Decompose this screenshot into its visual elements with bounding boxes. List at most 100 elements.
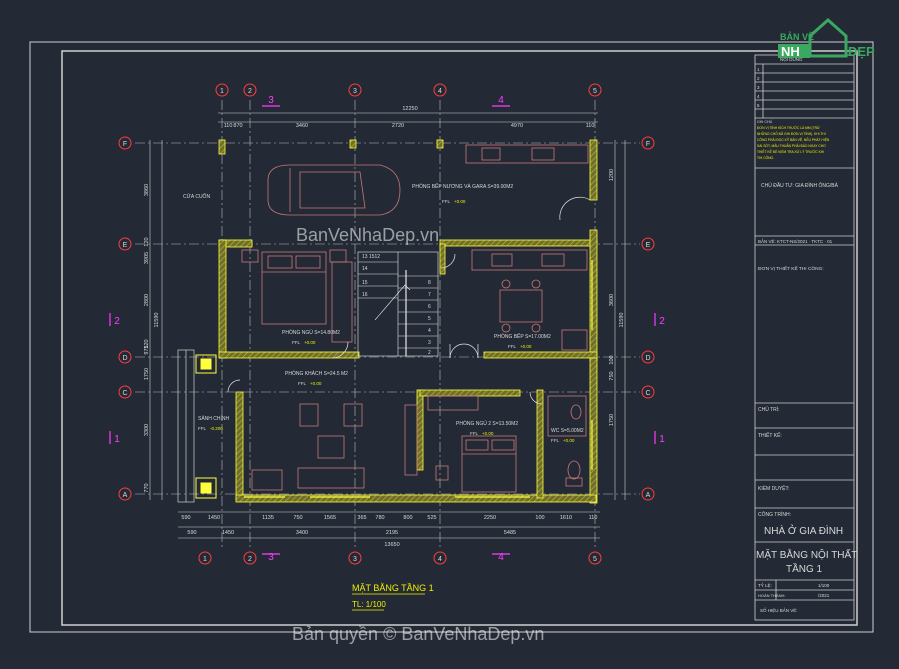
stair-step-8: 8 — [428, 280, 431, 286]
grid-bubble-labels: 1 2 3 4 5 1 2 3 4 5 F E D C A F E D C A — [122, 88, 650, 563]
dim-top-2: 870 — [233, 123, 242, 129]
roll-door-label: CỬA CUỐN — [183, 193, 210, 200]
grid-label-top-4: 4 — [438, 88, 442, 95]
drawing-title-block: MẶT BẰNG TẦNG 1 TL: 1/100 — [352, 583, 434, 611]
title-block-text: NỘI DUNG 1 2 3 4 5 GHI CHÚ ĐƠN VỊ TÍNH K… — [756, 56, 857, 613]
dim-top-6: 110 — [586, 123, 595, 129]
stair-step-3: 3 — [428, 340, 431, 346]
dim-top-4: 2720 — [392, 123, 404, 129]
stair-step-15: 15 — [362, 280, 368, 286]
dim-left-7: 1750 — [144, 368, 150, 380]
dim-b3-a: 590 — [187, 530, 196, 536]
doors — [227, 196, 591, 405]
dim-bottom-8: 800 — [403, 515, 412, 521]
dim-top-total: 12250 — [402, 106, 417, 112]
section-2-left: 2 — [114, 316, 120, 327]
watermark-center: BanVeNhaDep.vn — [296, 225, 440, 245]
section-1-right: 1 — [659, 434, 665, 445]
section-4-top: 4 — [498, 95, 504, 106]
section-3-bottom: 3 — [268, 552, 274, 563]
logo-dep: ĐẸP — [848, 44, 875, 59]
dim-bottom-1: 590 — [181, 515, 190, 521]
grid-label-top-5: 5 — [593, 88, 597, 95]
tb-chu-tri: CHỦ TRÌ: — [758, 406, 780, 413]
room-bedroom2-label: PHÒNG NGỦ 2 S=13.50M2 — [456, 420, 518, 427]
stair-step-5: 5 — [428, 316, 431, 322]
grid-label-right-f: F — [646, 141, 650, 148]
tb-note-3: CÔNG PHẢI ĐỌC KỸ BẢN VẼ, NẾU PHÁT HIỆN — [757, 137, 830, 142]
dim-bottom-10: 2250 — [484, 515, 496, 521]
furniture — [241, 144, 589, 493]
tb-cong-trinh-label: CÔNG TRÌNH: — [758, 511, 791, 518]
dim-b2-b: 3400 — [296, 530, 308, 536]
tb-note-6: THI CÔNG. — [757, 155, 774, 160]
room-hall-label: SẢNH CHÍNH — [198, 415, 230, 422]
entrance-steps — [177, 349, 195, 503]
dimensions-right: 1200 3600 100 750 1750 11590 — [609, 169, 625, 426]
stair-numbers: 13 1512 14 15 16 8 7 6 5 4 3 2 — [362, 254, 431, 356]
dim-left-1: 3860 — [144, 184, 150, 196]
room-labels: PHÒNG BẾP NƯƠNG VÀ GARA S=39.00M2 FFL +0… — [183, 183, 584, 443]
dim-left-3: 3905 — [144, 252, 150, 264]
tb-ty-le: 1/100 — [818, 583, 830, 588]
tb-note-4: SAI SÓT, MÂU THUẪN PHẢI BÁO NGAY CHO — [757, 143, 826, 148]
grid-label-right-e: E — [646, 242, 651, 249]
walls — [218, 139, 598, 504]
grid-label-left-c: C — [122, 390, 127, 397]
dim-bottom-12: 1610 — [560, 515, 572, 521]
tb-thiet-ke: THIẾT KẾ: — [758, 432, 782, 439]
dim-bottom-total: 13650 — [384, 542, 399, 548]
dim-right-total: 11590 — [619, 313, 625, 328]
title-block — [754, 54, 855, 621]
dim-right-2: 3600 — [609, 294, 615, 306]
tb-kiem-duyet: KIỂM DUYỆT: — [758, 484, 789, 492]
dim-bottom-13: 110 — [589, 515, 598, 521]
tb-ty-le-label: TỶ LỆ: — [758, 581, 772, 588]
tb-sheet-title-2: TẦNG 1 — [786, 562, 823, 575]
dim-right-1: 1200 — [609, 169, 615, 181]
dim-right-4: 750 — [609, 371, 615, 380]
room-bedroom2-level: +0.00 — [482, 431, 494, 436]
dim-left-2: 120 — [144, 237, 150, 246]
windows — [244, 260, 593, 498]
grid-label-top-3: 3 — [353, 88, 357, 95]
grid-label-left-a: A — [123, 492, 128, 499]
dim-right-3: 100 — [609, 355, 615, 364]
stair-step-2: 2 — [428, 350, 431, 356]
grid-label-left-d: D — [122, 355, 127, 362]
room-bedroom2-ffl: FFL — [470, 431, 478, 436]
dim-b2-c: 2195 — [386, 530, 398, 536]
logo-line1: BẢN VẼ — [780, 31, 814, 42]
tb-rev-5: 5 — [757, 103, 760, 108]
dim-left-total: 11590 — [154, 313, 160, 328]
grid-label-left-e: E — [123, 242, 128, 249]
room-kitchen-level: +0.00 — [520, 344, 532, 349]
section-marks — [109, 105, 656, 555]
dim-left-9: 770 — [144, 483, 150, 492]
grid-label-bottom-1: 1 — [203, 556, 207, 563]
grid-label-top-2: 2 — [248, 88, 252, 95]
section-3-top: 3 — [268, 95, 274, 106]
grid-label-bottom-5: 5 — [593, 556, 597, 563]
section-2-right: 2 — [659, 316, 665, 327]
drawing-title: MẶT BẰNG TẦNG 1 — [352, 583, 434, 593]
section-1-left: 1 — [114, 434, 120, 445]
room-hall-ffl: FFL — [198, 426, 206, 431]
dim-left-5: 120 — [144, 339, 150, 348]
watermark-bottom: Bản quyền © BanVeNhaDep.vn — [292, 624, 545, 644]
room-living-level: +0.00 — [310, 381, 322, 386]
staircase — [357, 251, 439, 357]
dim-bottom-2: 1450 — [208, 515, 220, 521]
sheet-border — [29, 41, 874, 633]
dim-left-8: 3300 — [144, 424, 150, 436]
section-4-bottom: 4 — [498, 552, 504, 563]
dim-b2-a: 1450 — [222, 530, 234, 536]
tb-rev-4: 4 — [757, 94, 760, 99]
grid-label-top-1: 1 — [220, 88, 224, 95]
dim-top-1: 110 — [224, 123, 233, 129]
tb-note-5: THIẾT KẾ ĐỂ KIỂM TRA XỬ LÝ TRƯỚC KHI — [757, 149, 824, 154]
grid-lines — [135, 100, 640, 548]
dim-right-5: 1750 — [609, 414, 615, 426]
tb-rev-2: 2 — [757, 76, 760, 81]
